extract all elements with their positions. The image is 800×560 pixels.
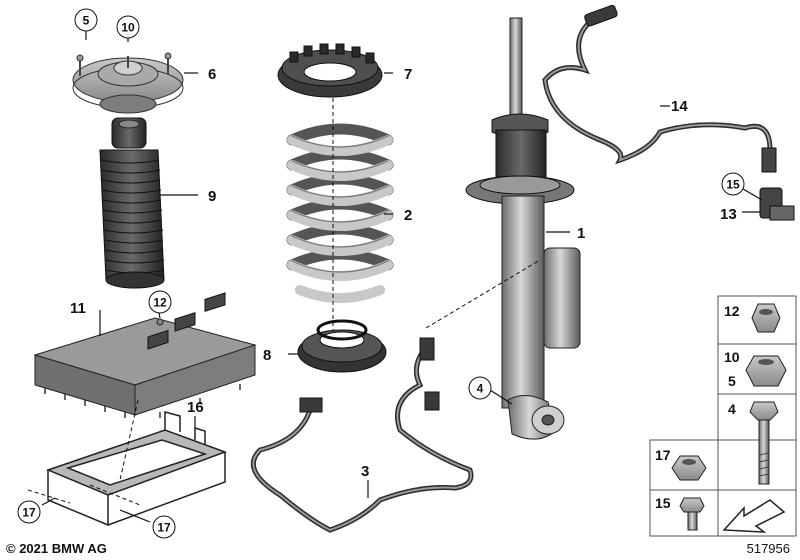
svg-text:12: 12 xyxy=(153,296,167,310)
legend-label-15: 15 xyxy=(655,495,671,511)
callout-15: 15 xyxy=(721,172,745,196)
callout-6: 6 xyxy=(208,66,216,83)
svg-text:15: 15 xyxy=(726,178,740,192)
legend-label-12: 12 xyxy=(724,303,740,319)
callout-13: 13 xyxy=(720,206,737,223)
legend-label-5: 5 xyxy=(728,373,736,389)
nut-17 xyxy=(671,455,707,481)
callout-14: 14 xyxy=(671,98,688,115)
legend-label-4: 4 xyxy=(728,401,736,417)
dashed-guides xyxy=(27,98,541,506)
coil-spring xyxy=(286,123,394,303)
bolt-4 xyxy=(749,401,779,485)
callout-12: 12 xyxy=(148,290,172,314)
arrow-icon xyxy=(722,499,786,533)
svg-text:10: 10 xyxy=(121,21,135,35)
svg-text:4: 4 xyxy=(477,382,484,396)
callout-17-left: 17 xyxy=(17,500,41,524)
callout-7: 7 xyxy=(404,66,412,83)
svg-text:17: 17 xyxy=(22,506,36,520)
top-mount xyxy=(72,52,184,114)
callout-3: 3 xyxy=(361,463,369,480)
sensor-wire-upper xyxy=(542,4,777,173)
callout-5: 5 xyxy=(74,8,98,32)
control-unit xyxy=(33,292,257,418)
nut-10 xyxy=(745,355,787,387)
sensor-wire-lower xyxy=(250,337,474,533)
callout-17-right: 17 xyxy=(152,515,176,539)
legend-table xyxy=(649,295,797,537)
dust-bellows xyxy=(99,117,165,289)
svg-text:5: 5 xyxy=(83,14,90,28)
callout-2: 2 xyxy=(404,207,412,224)
nut-12 xyxy=(751,303,781,333)
callout-8: 8 xyxy=(263,347,271,364)
upper-spring-pad xyxy=(277,43,383,98)
shock-absorber xyxy=(465,17,581,440)
legend-label-10: 10 xyxy=(724,349,740,365)
callout-4: 4 xyxy=(468,376,492,400)
callout-1: 1 xyxy=(577,225,585,242)
callout-11: 11 xyxy=(70,300,86,317)
callout-16: 16 xyxy=(187,399,204,416)
svg-text:17: 17 xyxy=(157,521,171,535)
diagram-number: 517956 xyxy=(746,541,790,556)
lower-spring-pad xyxy=(297,319,387,373)
copyright-text: © 2021 BMW AG xyxy=(6,541,107,556)
legend-label-17: 17 xyxy=(655,447,671,463)
callout-10: 10 xyxy=(116,15,140,39)
control-unit-bracket xyxy=(45,411,228,527)
bolt-15 xyxy=(679,497,705,531)
leader-lines xyxy=(41,26,763,523)
ride-height-sensor xyxy=(759,187,795,221)
callout-9: 9 xyxy=(208,188,216,205)
